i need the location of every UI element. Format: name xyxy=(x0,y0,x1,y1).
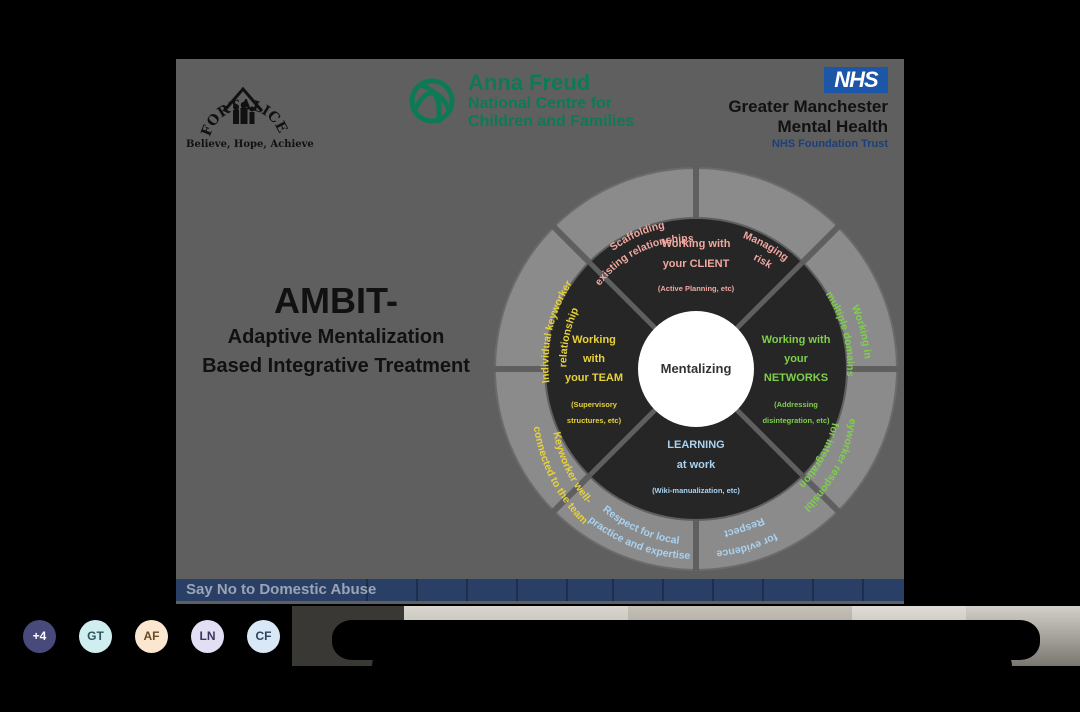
participant-avatar-cf[interactable]: CF xyxy=(247,620,280,653)
learning-l2: at work xyxy=(677,459,716,471)
team-l3: your TEAM xyxy=(565,372,623,384)
nhs-line2: Mental Health xyxy=(777,117,888,136)
ambit-heading: AMBIT- Adaptive Mentalization Based Inte… xyxy=(176,279,496,381)
anna-freud-line2: National Centre for xyxy=(468,95,613,112)
slide-footer-bar: Say No to Domestic Abuse xyxy=(176,579,904,601)
participant-avatars: +4 GT AF LN CF xyxy=(0,612,290,662)
team-l4: (Supervisory xyxy=(571,400,618,409)
fortalice-tagline: Believe, Hope, Achieve xyxy=(186,139,314,150)
ambit-wheel-diagram: Mentalizing Working with your CLIENT (Ac… xyxy=(494,167,898,571)
participant-avatar-af[interactable]: AF xyxy=(135,620,168,653)
networks-l2: your xyxy=(784,353,809,365)
more-participants-button[interactable]: +4 xyxy=(23,620,56,653)
team-l1: Working xyxy=(572,334,616,346)
ambit-title: AMBIT- xyxy=(274,280,398,321)
participant-avatar-gt[interactable]: GT xyxy=(79,620,112,653)
team-l5: structures, etc) xyxy=(567,416,622,425)
participant-avatar-ln[interactable]: LN xyxy=(191,620,224,653)
nhs-trust-name: Greater Manchester Mental Health NHS Fou… xyxy=(728,97,888,151)
nhs-line1: Greater Manchester xyxy=(728,97,888,116)
presentation-slide: FORTALICE FORTALICE Believe, Hope, Achie… xyxy=(176,59,904,604)
wheel-client-segment: Working with your CLIENT (Active Plannin… xyxy=(658,238,735,293)
client-l1: Working with xyxy=(662,238,731,250)
wheel-center-label: Mentalizing xyxy=(661,361,732,376)
team-l2: with xyxy=(582,353,605,365)
learning-l3: (Wiki-manualization, etc) xyxy=(652,486,740,495)
wheel-learning-segment: LEARNING at work (Wiki-manualization, et… xyxy=(652,439,740,495)
nhs-badge: NHS xyxy=(824,67,888,93)
wheel-team-segment: Working with your TEAM (Supervisory stru… xyxy=(565,334,623,425)
networks-l1: Working with xyxy=(762,334,831,346)
participant-video-strip[interactable] xyxy=(292,606,1080,666)
ambit-subtitle-2: Based Integrative Treatment xyxy=(202,355,470,377)
redaction-mark-2 xyxy=(372,646,1012,666)
anna-freud-name: Anna Freud xyxy=(468,70,591,95)
anna-freud-knot-icon xyxy=(409,78,455,124)
anna-freud-line3: Children and Families xyxy=(468,113,635,130)
wheel-networks-segment: Working with your NETWORKS (Addressing d… xyxy=(762,334,831,425)
networks-l5: disintegration, etc) xyxy=(762,416,830,425)
client-l3: (Active Planning, etc) xyxy=(658,284,735,293)
networks-l3: NETWORKS xyxy=(764,372,828,384)
learning-l1: LEARNING xyxy=(667,439,724,451)
nhs-line3: NHS Foundation Trust xyxy=(771,138,888,150)
anna-freud-logo-text: Anna Freud National Centre for Children … xyxy=(468,71,634,131)
client-l2: your CLIENT xyxy=(663,258,730,270)
networks-l4: (Addressing xyxy=(774,400,818,409)
ambit-subtitle-1: Adaptive Mentalization xyxy=(227,326,445,348)
slide-footer-text: Say No to Domestic Abuse xyxy=(186,581,377,598)
